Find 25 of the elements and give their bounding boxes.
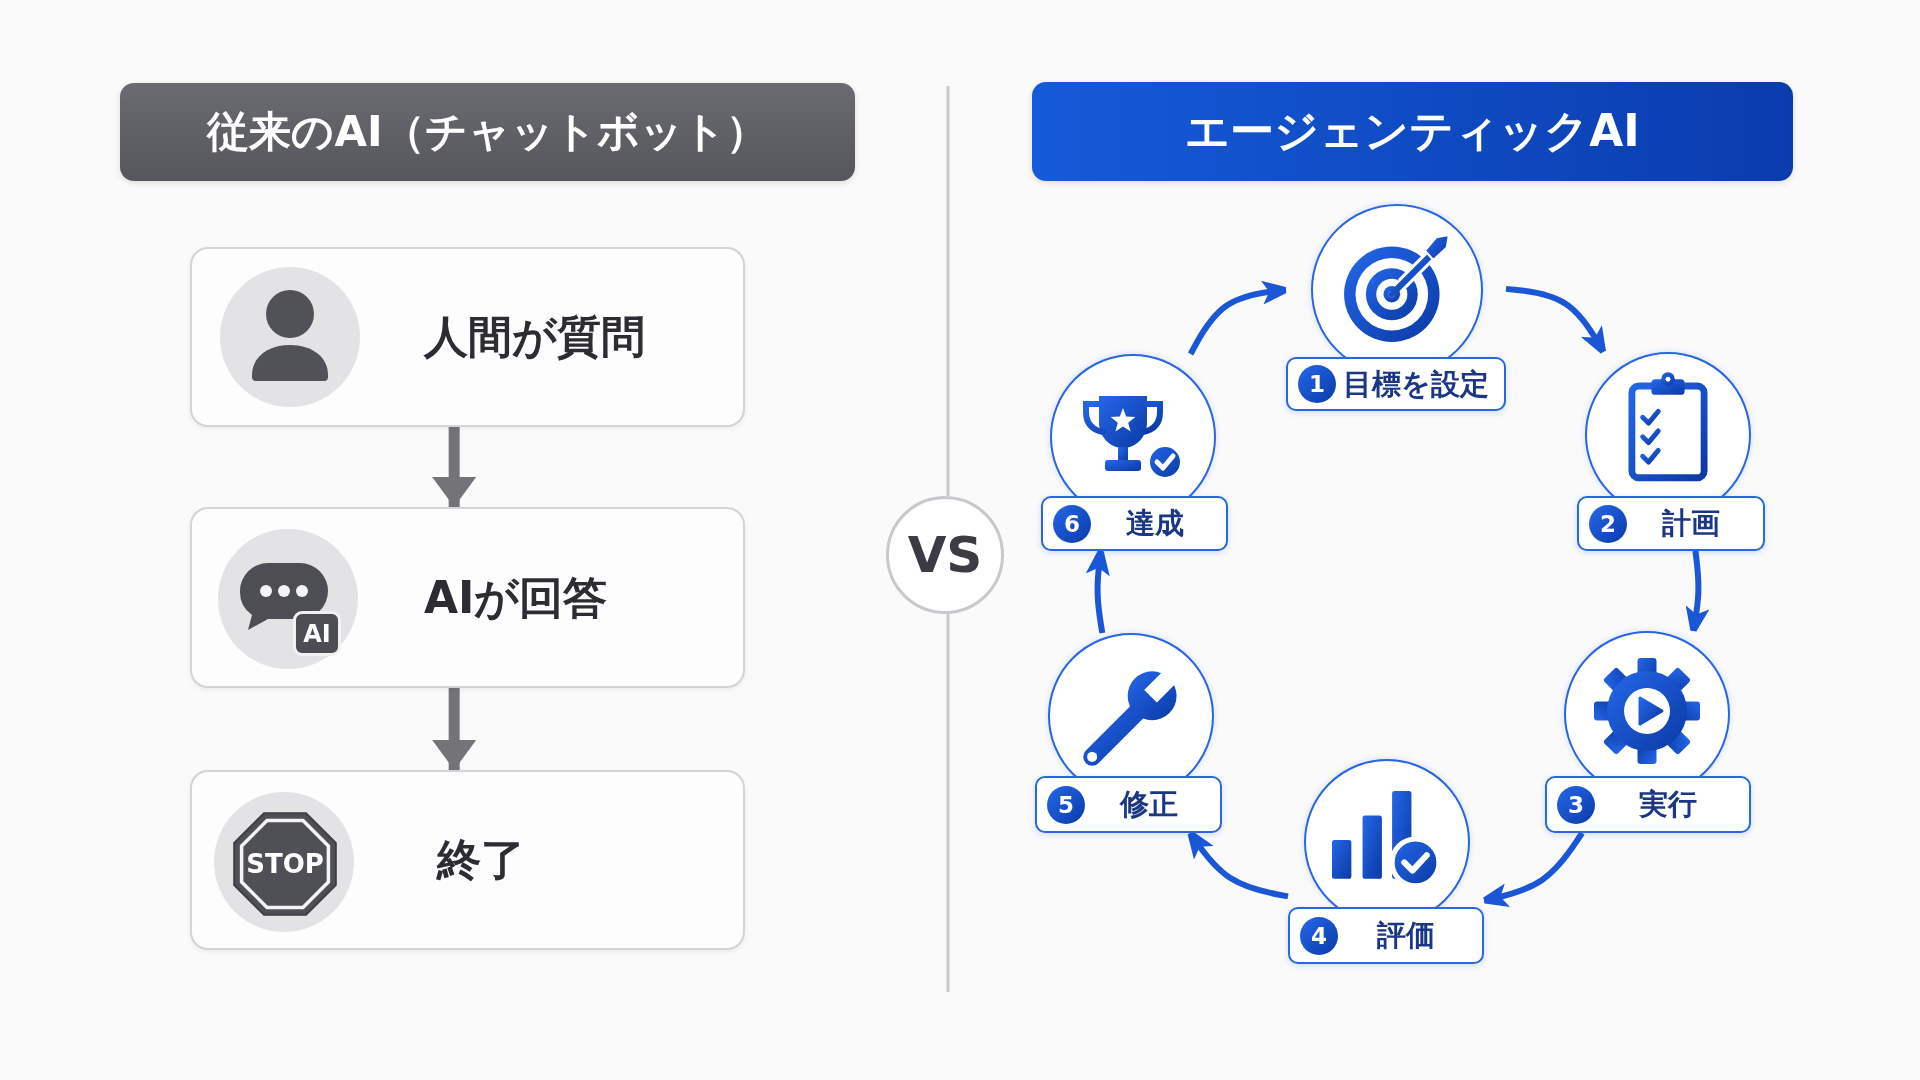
step-number: 1 <box>1298 365 1336 403</box>
step-number: 4 <box>1300 916 1338 955</box>
ai-badge: AI <box>293 611 341 656</box>
header-title: エージェンティックAI <box>1185 105 1640 158</box>
step-number: 5 <box>1047 785 1085 824</box>
step-number: 2 <box>1589 504 1627 543</box>
step-title: 達成 <box>1125 506 1184 541</box>
card-label: 人間が質問 <box>424 310 645 364</box>
card-label: 終了 <box>437 833 525 887</box>
step-number: 6 <box>1053 504 1091 543</box>
step-title: 実行 <box>1639 787 1697 822</box>
process-card <box>190 770 745 950</box>
step-title: 計画 <box>1662 506 1720 541</box>
step-title: 目標を設定 <box>1343 366 1489 402</box>
step-number: 3 <box>1557 785 1595 824</box>
card-label: AIが回答 <box>424 571 608 624</box>
header-title: 従来のAI（チャットボット） <box>207 106 768 158</box>
step-title: 修正 <box>1119 787 1178 822</box>
section-header <box>1032 82 1793 181</box>
step-title: 評価 <box>1377 918 1435 953</box>
vs-text: VS <box>907 527 983 583</box>
stop-sign-text: STOP <box>246 849 324 879</box>
process-card <box>190 247 745 427</box>
section-header <box>120 83 855 181</box>
process-card <box>190 507 745 688</box>
